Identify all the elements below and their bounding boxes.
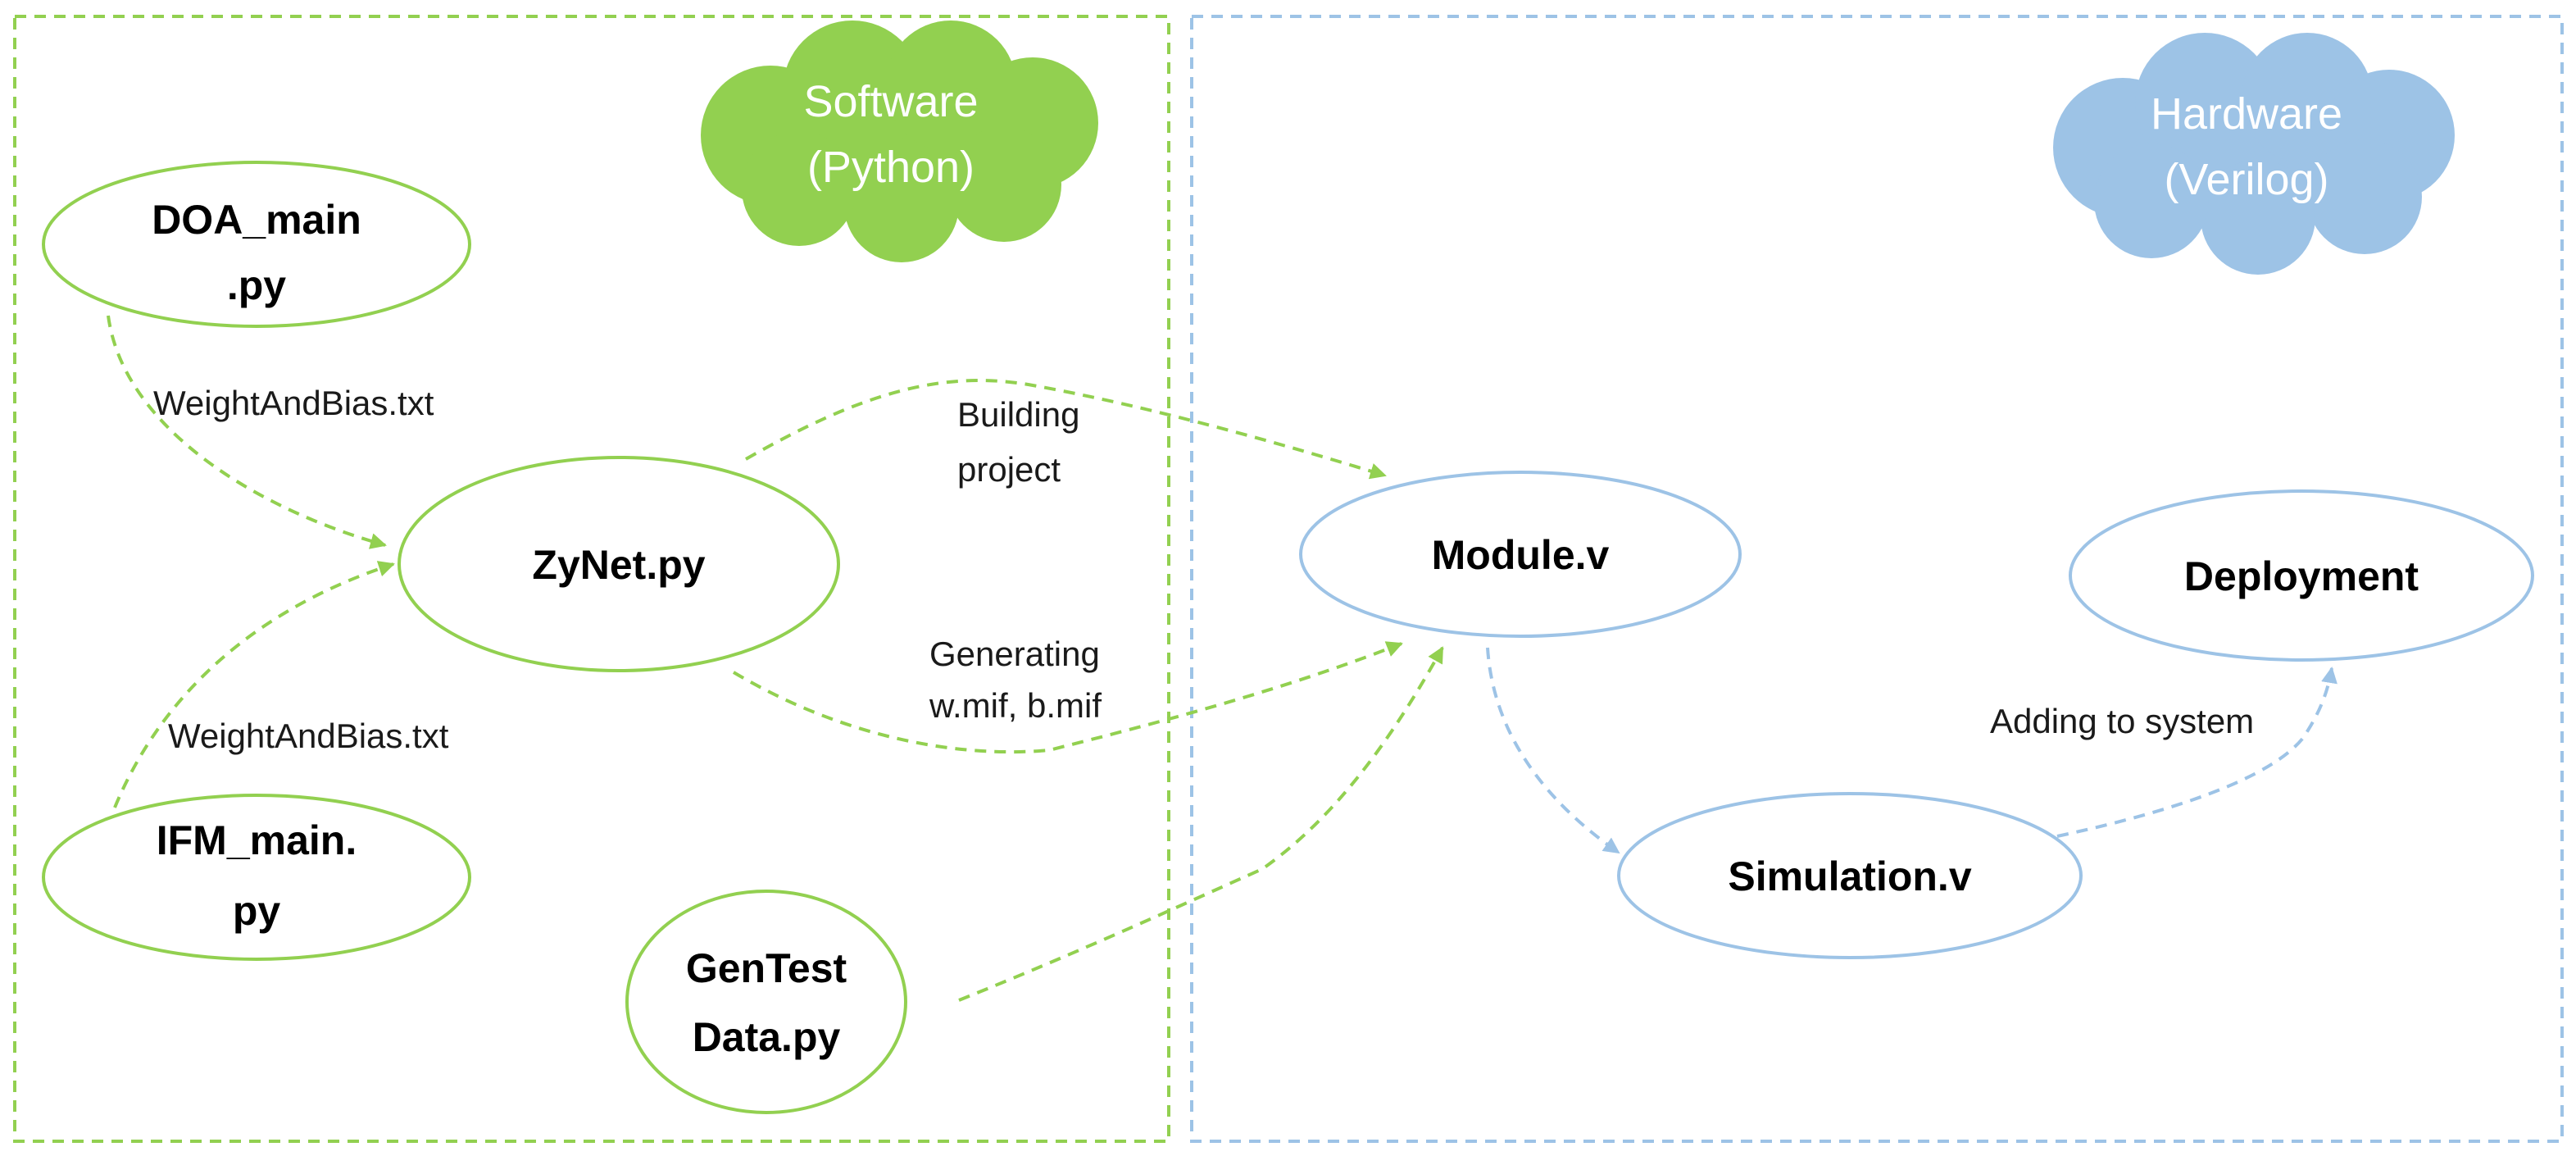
node-ifm-main-line1: IFM_main. — [157, 817, 357, 863]
node-zynet-label: ZyNet.py — [532, 542, 705, 588]
edge-label-building-line1: Building — [957, 395, 1079, 434]
node-simulation[interactable]: Simulation.v — [1617, 792, 2083, 959]
hardware-cloud: Hardware (Verilog) — [2053, 33, 2455, 275]
software-cloud: Software (Python) — [701, 20, 1098, 262]
node-deployment-label: Deployment — [2184, 553, 2419, 599]
node-gentest-line2: Data.py — [693, 1014, 841, 1060]
node-deployment[interactable]: Deployment — [2069, 489, 2534, 662]
edge-label-adding-to-system: Adding to system — [1990, 702, 2254, 740]
node-doa-main-line2: .py — [227, 262, 286, 308]
hardware-cloud-line1: Hardware — [2151, 89, 2342, 139]
node-ifm-main[interactable]: IFM_main. py — [42, 794, 471, 961]
edge-module-to-simulation — [1486, 647, 1620, 854]
edge-simulation-to-deployment — [2056, 667, 2337, 838]
edge-label-generating-line1: Generating — [929, 635, 1100, 673]
software-cloud-line2: (Python) — [807, 143, 975, 192]
node-simulation-label: Simulation.v — [1728, 853, 1971, 899]
edge-label-ifm-weights: WeightAndBias.txt — [168, 717, 449, 755]
edge-doa-to-zynet — [107, 315, 387, 549]
node-gentest[interactable]: GenTest Data.py — [625, 890, 907, 1114]
node-zynet[interactable]: ZyNet.py — [398, 456, 840, 672]
node-gentest-line1: GenTest — [686, 945, 847, 991]
hardware-cloud-line2: (Verilog) — [2164, 155, 2328, 204]
edge-ifm-to-zynet — [113, 561, 395, 808]
edge-zynet-to-module-build — [745, 379, 1387, 480]
node-doa-main-line1: DOA_main — [152, 197, 361, 243]
edge-label-generating-line2: w.mif, b.mif — [929, 686, 1102, 725]
edge-label-building-line2: project — [957, 450, 1061, 489]
node-ifm-main-line2: py — [233, 888, 281, 934]
node-doa-main[interactable]: DOA_main .py — [42, 161, 471, 328]
software-cloud-line1: Software — [803, 77, 978, 126]
hardware-panel — [1190, 15, 2564, 1143]
edge-zynet-to-module-generate — [732, 641, 1403, 754]
edge-label-doa-weights: WeightAndBias.txt — [153, 384, 434, 422]
node-module[interactable]: Module.v — [1299, 471, 1742, 638]
node-module-label: Module.v — [1432, 532, 1610, 578]
software-panel — [13, 15, 1170, 1143]
